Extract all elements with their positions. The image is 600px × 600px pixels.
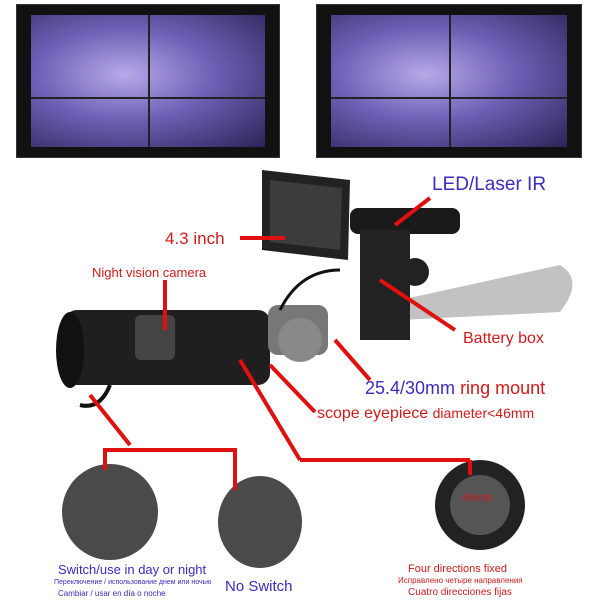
night-view-image-right	[316, 4, 582, 158]
label-night-vision-camera: Night vision camera	[92, 265, 207, 280]
label-mount-size: 46mm	[462, 492, 493, 504]
label-battery-box: Battery box	[463, 330, 544, 347]
caption-four-dir-es: Cuatro direcciones fijas	[408, 587, 512, 598]
label-ring-mount: 25.4/30mm ring mount	[365, 378, 545, 399]
caption-four-dir-en: Four directions fixed	[408, 563, 508, 575]
caption-switch-ru: Переключение / использование днем или но…	[54, 579, 212, 586]
caption-switch-es: Cambiar / usar en día o noche	[58, 589, 166, 598]
scope-eyepiece-text: scope eyepiece	[317, 405, 429, 422]
label-scope-eyepiece: scope eyepiece diameter<46mm	[317, 405, 534, 423]
ring-mount-size: 25.4/30mm	[365, 378, 456, 398]
caption-switch-en: Switch/use in day or night	[58, 562, 207, 577]
diameter-text: diameter<46mm	[432, 405, 535, 421]
label-screen-size: 4.3 inch	[165, 229, 225, 248]
label-led-laser-ir: LED/Laser IR	[432, 174, 547, 195]
caption-no-switch: No Switch	[225, 578, 293, 595]
caption-four-dir-ru: Исправлено четыре направления	[398, 576, 523, 585]
night-view-image-left	[16, 4, 280, 158]
ring-mount-text: ring mount	[460, 378, 546, 398]
